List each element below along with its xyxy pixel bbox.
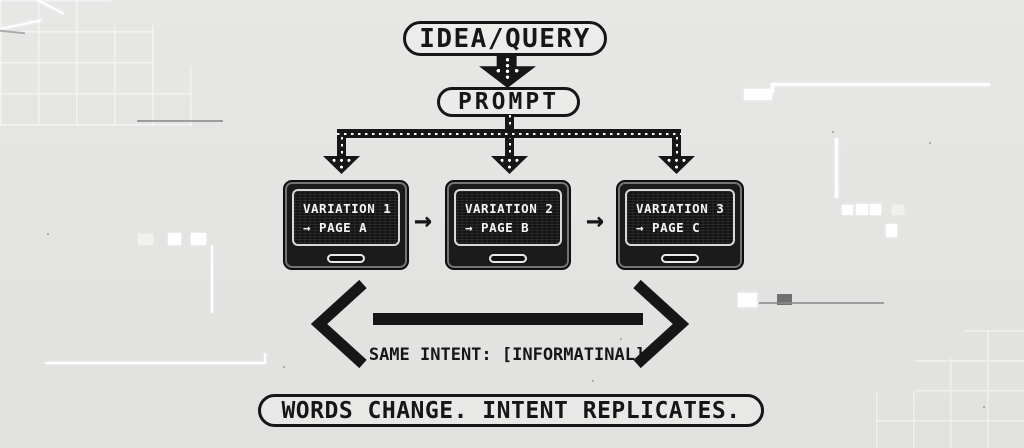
decor-white-square-left-2: [168, 233, 181, 245]
double-headed-arrow-icon: [310, 279, 690, 369]
decor-white-square-4: [892, 205, 904, 215]
decor-speck: [620, 338, 622, 340]
monitor-screen: VARIATION 2 → PAGE B: [454, 189, 562, 246]
screen-line2: → PAGE B: [465, 220, 530, 236]
decor-white-square-1: [842, 205, 853, 215]
decor-white-square-5: [886, 224, 897, 237]
decor-speck: [929, 142, 931, 144]
decor-grid-topleft: [0, 0, 192, 126]
prompt-label: PROMPT: [457, 89, 560, 115]
screen-line1: VARIATION 2: [465, 201, 554, 216]
screen-line1: VARIATION 3: [636, 201, 725, 216]
screen-line1: VARIATION 1: [303, 201, 392, 216]
decor-speck: [283, 366, 285, 368]
decor-white-square-left-1: [138, 234, 153, 245]
connector-stem-left: [337, 137, 346, 157]
monitor-screen: VARIATION 3 → PAGE C: [625, 189, 735, 246]
decor-white-step-bottomleft: [264, 353, 266, 363]
decor-white-square-3: [870, 204, 881, 215]
tagline-node: WORDS CHANGE. INTENT REPLICATES.: [258, 394, 764, 427]
screen-line2: → PAGE A: [303, 220, 368, 236]
monitor-variation-2: VARIATION 2 → PAGE B: [445, 180, 571, 270]
decor-speck: [983, 406, 985, 408]
idea-query-label: IDEA/QUERY: [419, 23, 591, 54]
decor-white-block-chevron: [738, 293, 757, 307]
screen-line2: → PAGE C: [636, 220, 701, 236]
arrow-right-icon: →: [413, 202, 433, 238]
idea-query-node: IDEA/QUERY: [403, 21, 607, 56]
arrowhead-down-center-icon: [491, 156, 528, 174]
decor-white-block-topright: [744, 89, 772, 100]
arrowhead-down-left-icon: [323, 156, 360, 174]
monitor-variation-1: VARIATION 1 → PAGE A: [283, 180, 409, 270]
same-intent-label: SAME INTENT: [INFORMATINAL]: [368, 345, 646, 365]
decor-white-vline-left: [211, 245, 213, 313]
arrow-down-icon: [479, 56, 536, 88]
decor-speck: [592, 380, 594, 382]
decor-speck: [832, 131, 834, 133]
tagline-label: WORDS CHANGE. INTENT REPLICATES.: [281, 397, 741, 424]
decor-grid-bottomright: [876, 330, 1024, 448]
arrow-right-icon: →: [585, 202, 605, 238]
decor-gray-line-right: [759, 302, 884, 304]
connector-horizontal-bar: [337, 129, 681, 138]
decor-white-square-2: [856, 204, 868, 215]
monitor-button: [327, 254, 365, 263]
monitor-variation-3: VARIATION 3 → PAGE C: [616, 180, 744, 270]
monitor-screen: VARIATION 1 → PAGE A: [292, 189, 400, 246]
decor-white-vline-right: [835, 138, 838, 198]
prompt-node: PROMPT: [437, 87, 580, 117]
connector-stem-right: [672, 137, 681, 157]
decor-gray-square: [777, 294, 792, 305]
decor-white-step-topright: [771, 83, 774, 93]
decor-gray-line-left: [137, 120, 223, 122]
arrowhead-down-right-icon: [658, 156, 695, 174]
monitor-button: [661, 254, 699, 263]
decor-white-line-topright: [772, 83, 990, 86]
monitor-button: [489, 254, 527, 263]
decor-speck: [47, 233, 49, 235]
decor-white-hline-bottomleft: [45, 362, 266, 364]
decor-white-square-left-3: [191, 233, 206, 245]
